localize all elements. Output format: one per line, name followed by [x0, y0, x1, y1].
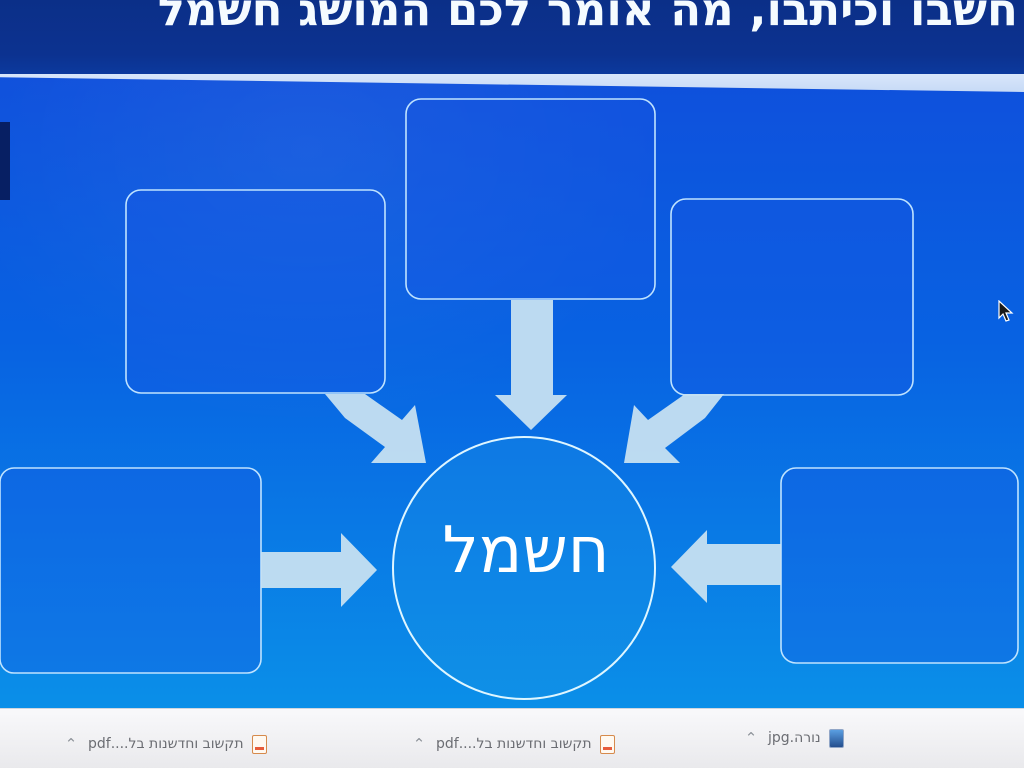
center-circle [392, 436, 656, 700]
center-concept-label: חשמל [442, 514, 610, 588]
left-arrow [261, 533, 377, 607]
right-arrow [671, 530, 781, 603]
download-item-pdf-left[interactable]: תקשוב וחדשנות בל....pdf ⌃ [62, 729, 362, 759]
top-arrow [495, 300, 567, 430]
chevron-up-icon[interactable]: ⌃ [744, 728, 758, 747]
upper-left-arrow [325, 394, 426, 463]
concept-diagram [0, 98, 1019, 700]
download-file-name: תקשוב וחדשנות בל....pdf [88, 736, 244, 752]
upper-left-answer-box[interactable] [125, 189, 386, 394]
left-answer-box[interactable] [0, 467, 262, 674]
upper-right-arrow [624, 394, 724, 463]
download-file-name: נורה.jpg [768, 730, 821, 746]
download-file-name: תקשוב וחדשנות בל....pdf [436, 736, 592, 752]
right-answer-box[interactable] [780, 467, 1019, 664]
download-bar: תקשוב וחדשנות בל....pdf ⌃ תקשוב וחדשנות … [0, 708, 1024, 768]
left-edge-strip [0, 122, 10, 200]
pdf-file-icon [599, 734, 615, 754]
upper-right-answer-box[interactable] [670, 198, 914, 396]
top-answer-box[interactable] [405, 98, 656, 300]
chevron-up-icon[interactable]: ⌃ [412, 734, 426, 753]
chevron-up-icon[interactable]: ⌃ [64, 734, 78, 753]
pdf-file-icon [251, 734, 267, 754]
image-file-icon [828, 728, 844, 748]
mouse-pointer-icon [998, 300, 1014, 322]
download-item-image[interactable]: נורה.jpg ⌃ [742, 723, 1024, 753]
download-item-pdf-middle[interactable]: תקשוב וחדשנות בל....pdf ⌃ [410, 729, 710, 759]
slide-title-bar: ?חשבו וכיתבו, מה אומר לכם המושג חשמל [0, 0, 1024, 76]
mind-map-slide: חשמל [0, 74, 1024, 708]
slide-title: ?חשבו וכיתבו, מה אומר לכם המושג חשמל [157, 0, 1024, 36]
